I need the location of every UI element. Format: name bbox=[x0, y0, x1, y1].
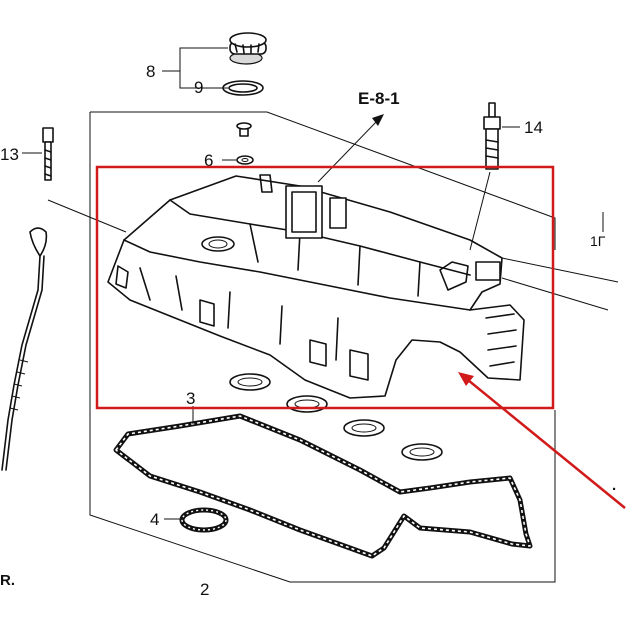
spark-plug-tube-seal bbox=[286, 395, 328, 413]
callout-label-8: 8 bbox=[146, 62, 155, 81]
head-cover-gasket bbox=[113, 413, 533, 559]
reference-arrow bbox=[317, 114, 384, 183]
stud-bolt-14 bbox=[483, 102, 501, 170]
mounting-bolt-13 bbox=[42, 127, 54, 181]
spark-plug-tube-seal bbox=[229, 373, 271, 391]
oil-dipstick bbox=[1, 227, 48, 471]
cover-bolt-washer bbox=[236, 122, 254, 165]
leader-lines bbox=[47, 171, 619, 311]
highlight-arrow bbox=[458, 372, 626, 509]
edge-label-right: 1Γ bbox=[590, 233, 606, 249]
edge-dot: . bbox=[612, 477, 616, 494]
assembly-outline bbox=[89, 111, 556, 583]
section-reference-label: E-8-1 bbox=[358, 89, 400, 108]
callout-label-13: 13 bbox=[0, 145, 19, 164]
cylinder-head-cover bbox=[107, 174, 525, 399]
spark-plug-tube-seal bbox=[343, 419, 385, 437]
callout-label-2: 2 bbox=[200, 580, 209, 599]
highlight-box bbox=[95, 165, 555, 410]
callout-bracket-8-9 bbox=[162, 47, 228, 89]
callout-label-6: 6 bbox=[204, 151, 213, 170]
plug-hole-seal bbox=[179, 507, 229, 533]
callout-label-3: 3 bbox=[186, 389, 195, 408]
edge-label-left: R. bbox=[0, 572, 15, 589]
callout-label-9: 9 bbox=[194, 78, 203, 97]
callout-label-4: 4 bbox=[150, 510, 159, 529]
spark-plug-tube-seal bbox=[401, 443, 443, 461]
oil-filler-cap bbox=[229, 32, 267, 65]
callout-label-14: 14 bbox=[524, 118, 543, 137]
filler-cap-seal bbox=[222, 80, 264, 96]
